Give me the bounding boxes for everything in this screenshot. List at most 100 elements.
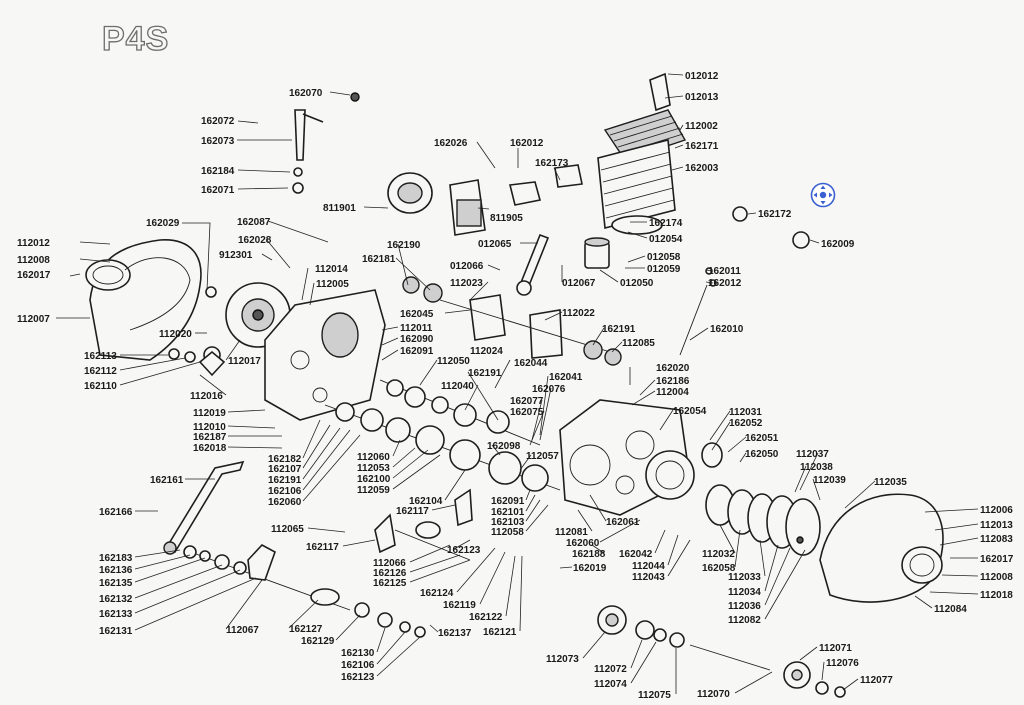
part-label: 162191 [602,324,636,335]
part-label: 162071 [201,185,235,196]
part-label: 162042 [619,549,653,560]
part-label: 112039 [813,475,846,486]
part-label: 162186 [656,376,690,387]
part-label: 162011 [708,266,741,277]
part-label: 112084 [934,604,967,615]
part-label: 162103 [491,517,525,528]
part-label: 162044 [514,358,548,369]
part-label: 012013 [685,92,719,103]
part-label: 112043 [632,572,665,583]
part-label: 162018 [193,443,227,454]
part-label: 162106 [268,486,302,497]
part-label: 162019 [573,563,607,574]
part-label: 112077 [860,675,893,686]
part-label: 112036 [728,601,761,612]
part-label: 162058 [702,563,736,574]
part-label: 162121 [483,627,517,638]
part-label: 112034 [728,587,761,598]
part-label: 162041 [549,372,583,383]
part-label: 162129 [301,636,335,647]
part-label: 912301 [219,250,253,261]
part-label: 012066 [450,261,484,272]
part-label: 162174 [649,218,683,229]
part-label: 162182 [268,454,302,465]
part-label: 811901 [323,203,356,214]
part-label: 112074 [594,679,627,690]
part-label: 112035 [874,477,907,488]
part-label: 162172 [758,209,792,220]
part-label: 162184 [201,166,235,177]
part-label: 162117 [306,542,339,553]
part-label: 112031 [729,407,762,418]
part-label: 162125 [373,578,407,589]
part-label: 811905 [490,213,523,224]
part-label: 162012 [708,278,742,289]
part-label: 112044 [632,561,665,572]
part-label: 162161 [150,475,184,486]
part-label: 162106 [341,660,375,671]
part-label: 162020 [656,363,690,374]
part-label: 162028 [238,235,272,246]
part-label: 162010 [710,324,744,335]
part-label: 112057 [526,451,559,462]
part-label: 162173 [535,158,569,169]
part-label: 112037 [796,449,829,460]
part-label: 112011 [400,323,433,334]
part-label: 112032 [702,549,735,560]
part-label: 112006 [980,505,1013,516]
part-label: 112083 [980,534,1013,545]
part-label: 162191 [268,475,302,486]
part-label: 162050 [745,449,779,460]
part-label: 112076 [826,658,859,669]
part-label: 112017 [228,356,261,367]
part-label: 012012 [685,71,719,82]
part-number-labels: 162070 162072 162073 162184 162071 16202… [17,71,1014,701]
part-label: 162123 [341,672,375,683]
part-label: 162077 [510,396,544,407]
pan-move-icon[interactable] [810,182,836,208]
part-label: 162060 [268,497,302,508]
part-label: 162003 [685,163,719,174]
part-label: 112071 [819,643,852,654]
part-label: 162026 [434,138,468,149]
part-label: 162091 [491,496,525,507]
part-label: 112085 [622,338,655,349]
part-label: 162136 [99,565,133,576]
engine-parts [85,72,944,698]
part-label: 162123 [447,545,481,556]
part-label: 162009 [821,239,855,250]
part-label: 162060 [566,538,600,549]
part-label: 112020 [159,329,192,340]
part-label: 112065 [271,524,304,535]
part-label: 162117 [396,506,429,517]
part-label: 162029 [146,218,180,229]
part-label: 112023 [450,278,483,289]
part-label: 112004 [656,387,689,398]
part-label: 112012 [17,238,50,249]
part-label: 112024 [470,346,503,357]
part-label: 112016 [190,391,223,402]
part-label: 112005 [316,279,349,290]
part-label: 162137 [438,628,472,639]
part-label: 112067 [226,625,259,636]
part-label: 162054 [673,406,707,417]
part-label: 112018 [980,590,1013,601]
part-label: 162045 [400,309,434,320]
part-label: 162188 [572,549,606,560]
part-label: 162183 [99,553,133,564]
part-label: 162191 [468,368,502,379]
part-label: 112073 [546,654,579,665]
part-label: 162110 [84,381,117,392]
part-label: 112008 [17,255,50,266]
part-label: 012065 [478,239,512,250]
part-label: 112081 [555,527,588,538]
part-label: 162166 [99,507,133,518]
part-label: 112008 [980,572,1013,583]
part-label: 112058 [491,527,524,538]
part-label: 112075 [638,690,671,701]
part-label: 162187 [193,432,227,443]
part-label: 162124 [420,588,454,599]
part-label: 012050 [620,278,654,289]
part-label: 162061 [606,517,640,528]
